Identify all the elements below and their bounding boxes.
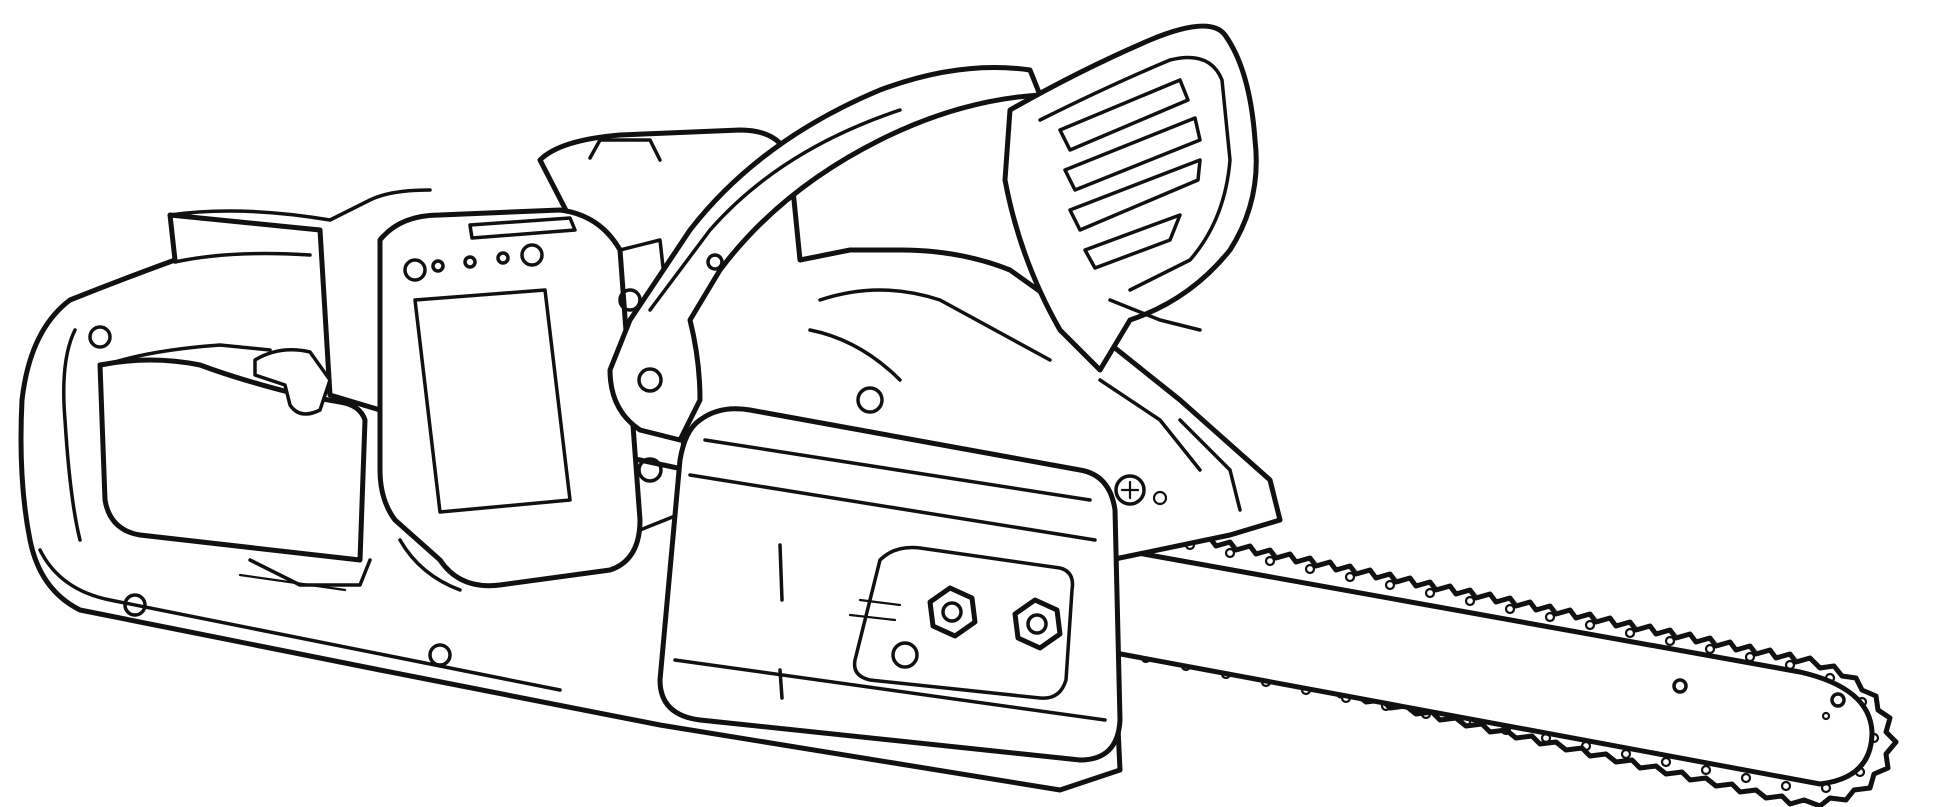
screw-icon xyxy=(88,325,112,349)
screw-icon xyxy=(891,641,919,669)
screw-icon xyxy=(637,367,663,393)
bar-nut-icon xyxy=(1012,597,1063,651)
guide-bar xyxy=(1107,545,1875,787)
screw-icon xyxy=(856,386,884,414)
front-mount-details xyxy=(1114,474,1168,506)
screw-icon xyxy=(123,593,147,617)
bar-nuts xyxy=(927,585,1063,651)
screw-icon xyxy=(637,457,663,483)
battery-label-panel xyxy=(413,288,572,514)
sprocket-cover xyxy=(657,406,1123,763)
oil-cap-icon xyxy=(1114,474,1146,506)
battery-level-indicator xyxy=(403,243,544,282)
chain-brake-hand-guard xyxy=(1002,23,1259,373)
bar-nose-rivet xyxy=(1830,692,1846,708)
front-handle xyxy=(607,65,1043,483)
bar-nut-icon xyxy=(927,585,978,639)
battery-pack xyxy=(377,207,692,592)
bar-adjust-hole xyxy=(1672,678,1688,694)
